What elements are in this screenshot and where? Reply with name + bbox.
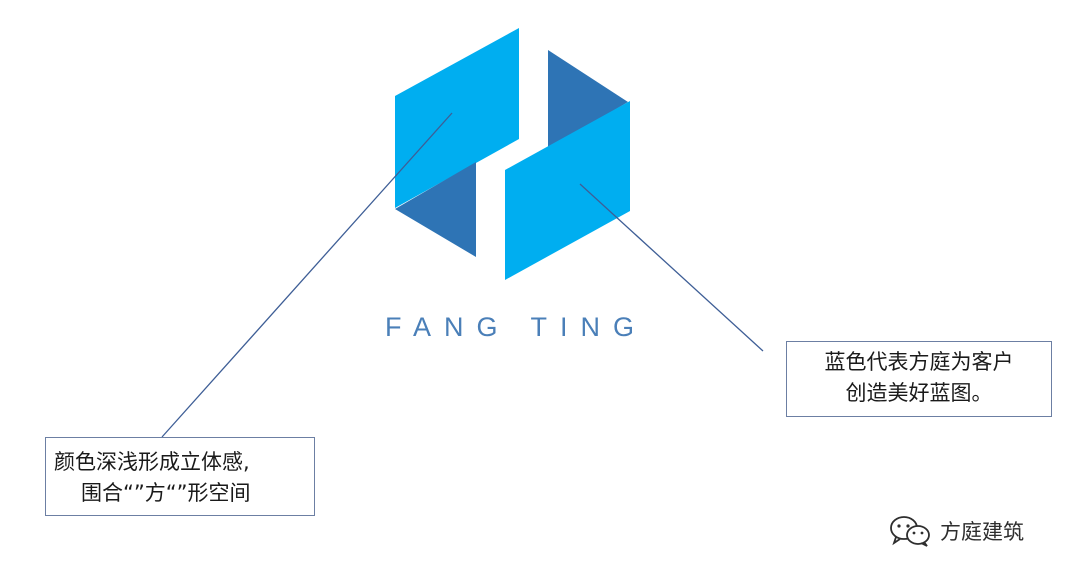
logo-wordmark: FANG TING [385, 312, 648, 342]
leader-line-left [161, 112, 453, 438]
watermark-label: 方庭建筑 [940, 520, 1024, 544]
wechat-icon [890, 516, 930, 547]
logo-lower-right-light-panel [505, 101, 630, 280]
callout-left-line1: 颜色深浅形成立体感, [54, 450, 250, 474]
leader-line-right [579, 183, 764, 352]
callout-right-line2: 创造美好蓝图。 [845, 381, 993, 405]
watermark: 方庭建筑 [888, 513, 1024, 549]
callout-right-line1: 蓝色代表方庭为客户 [824, 350, 1014, 374]
logo-upper-left-light-panel [395, 28, 519, 208]
callout-box-right: 蓝色代表方庭为客户 创造美好蓝图。 [786, 341, 1052, 417]
callout-box-left: 颜色深浅形成立体感, 围合“”方“”形空间 [45, 437, 315, 516]
logo-upper-right-dark-triangle [548, 50, 628, 149]
callout-left-line2: 围合“”方“”形空间 [81, 481, 251, 505]
logo-lower-left-dark-triangle [395, 162, 476, 257]
